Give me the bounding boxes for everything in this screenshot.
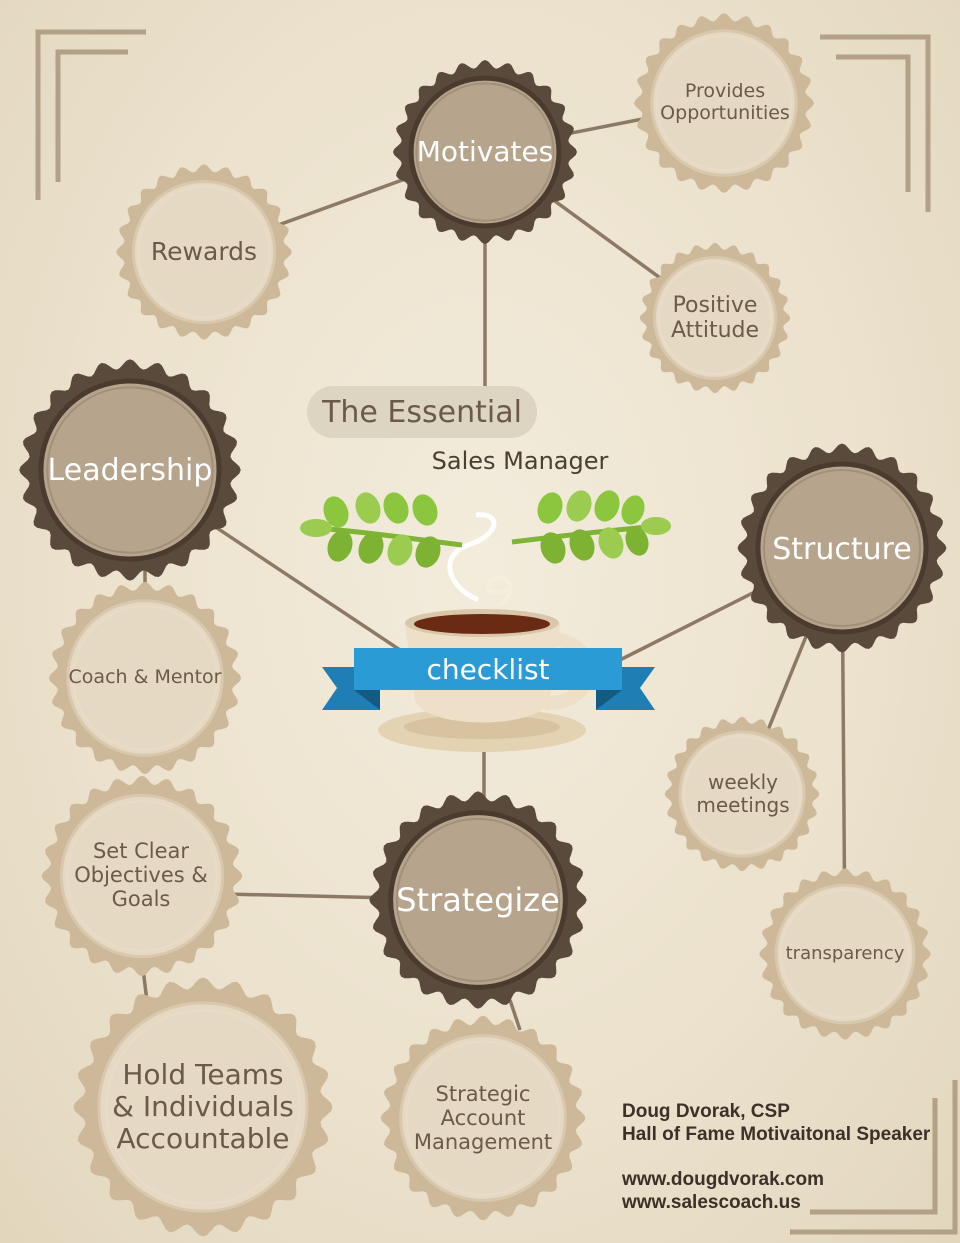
node-transparency-shape: [759, 868, 931, 1040]
node-hold-teams-accountable-shape: [73, 977, 333, 1237]
node-strategize-shape: [369, 791, 587, 1009]
ribbon-checklist-label: checklist: [426, 652, 550, 686]
credits-block: Doug Dvorak, CSP Hall of Fame Motivaiton…: [622, 1100, 942, 1214]
node-motivates-shape: [393, 60, 577, 244]
node-rewards-shape: [116, 164, 292, 340]
node-provides-opportunities: Provides Opportunities: [660, 80, 790, 124]
node-coach-mentor: Coach & Mentor: [68, 666, 222, 689]
credits-name: Doug Dvorak, CSP: [622, 1101, 790, 1122]
credits-role: Hall of Fame Motivaitonal Speaker: [622, 1124, 931, 1145]
node-provides-opportunities-shape: [634, 13, 814, 193]
corner-bracket-top-left: [35, 29, 146, 200]
node-leadership-shape: [19, 359, 241, 581]
corner-bracket-top-right: [820, 34, 931, 212]
node-weekly-meetings: weekly meetings: [696, 770, 790, 817]
node-set-clear-objectives-shape: [41, 775, 243, 977]
node-weekly-meetings-shape: [664, 716, 820, 872]
credits-website-salescoach[interactable]: www.salescoach.us: [622, 1192, 801, 1213]
leaf-branch-left: [300, 492, 463, 568]
leaf-branch-right: [511, 490, 671, 564]
node-transparency: transparency: [785, 942, 905, 964]
node-structure: Structure: [772, 531, 912, 567]
node-strategic-account-management-shape: [380, 1015, 586, 1221]
node-leadership: Leadership: [47, 452, 213, 488]
node-motivates: Motivates: [416, 134, 554, 168]
node-hold-teams-accountable: Hold Teams & Individuals Accountable: [112, 1057, 294, 1156]
subtitle-sales-manager: Sales Manager: [431, 447, 609, 475]
badge-shapes: [19, 13, 947, 1237]
node-strategize: Strategize: [396, 880, 560, 919]
checklist-ribbon: [322, 648, 655, 710]
node-structure-shape: [737, 443, 947, 653]
title-essential: The Essential: [307, 386, 537, 438]
corner-bracket-bottom-right: [790, 1080, 958, 1235]
node-rewards: Rewards: [150, 236, 258, 266]
node-coach-mentor-shape: [48, 581, 242, 775]
node-positive-attitude: Positive Attitude: [670, 292, 760, 343]
node-positive-attitude-shape: [639, 242, 791, 394]
node-set-clear-objectives: Set Clear Objectives & Goals: [74, 838, 208, 912]
credits-website-dougdvorak[interactable]: www.dougdvorak.com: [622, 1169, 824, 1190]
node-strategic-account-management: Strategic Account Management: [413, 1081, 553, 1155]
